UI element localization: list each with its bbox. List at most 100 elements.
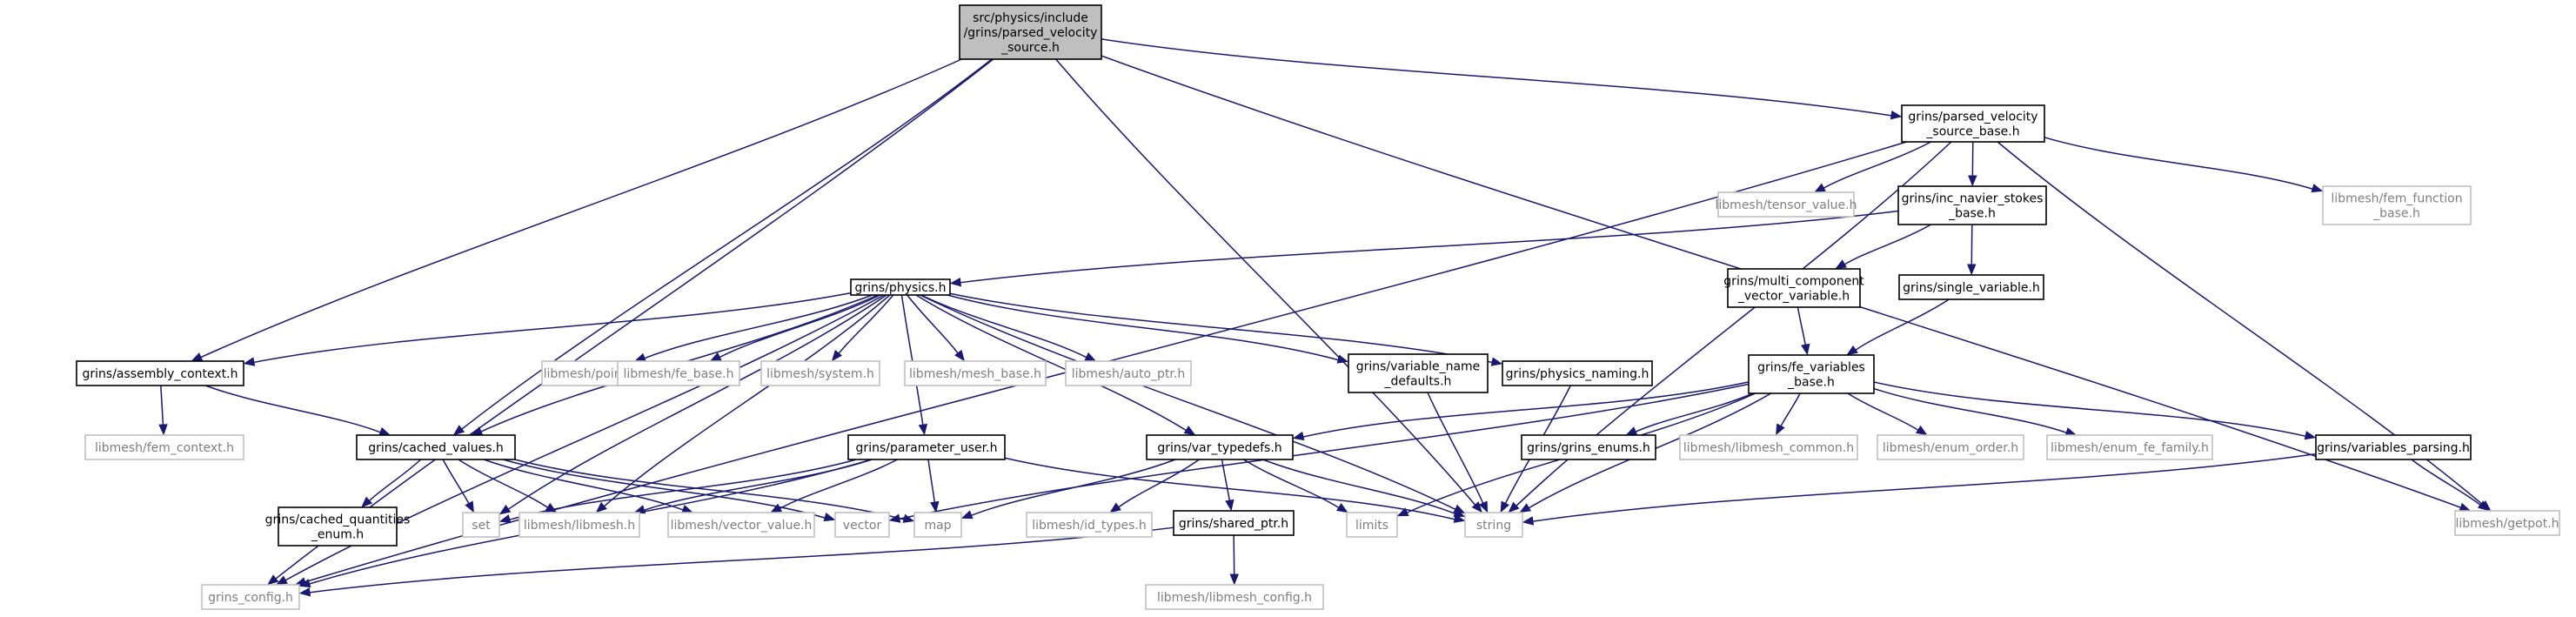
node-box [2322,185,2472,225]
node-vecval[interactable]: libmesh/vector_value.h [667,512,815,538]
edge-line [900,294,924,426]
arrowhead [1229,573,1239,586]
node-enumfefam[interactable]: libmesh/enum_fe_family.h [2046,434,2213,460]
edge-pvsb-to-tensor [1814,141,1931,193]
node-physics[interactable]: grins/physics.h [850,278,951,296]
edge-assembly-to-femcontext [158,385,168,436]
node-fevars[interactable]: grins/fe_variables_base.h [1748,354,1875,394]
node-single[interactable]: grins/single_variable.h [1898,274,2044,300]
node-grinsconfig[interactable]: grins_config.h [201,584,300,610]
edge-line [915,294,1188,432]
arrowhead [1522,516,1535,526]
edge-varname-to-string [1427,392,1489,513]
node-label: _base.h [1787,376,1835,390]
node-enumorder[interactable]: libmesh/enum_order.h [1877,434,2024,460]
node-label: limits [1355,519,1388,533]
arrowhead [902,513,915,523]
node-sharedptr[interactable]: grins/shared_ptr.h [1173,510,1295,536]
edge-line [1531,453,2317,522]
node-label: libmesh/mesh_base.h [909,367,1041,381]
node-varparsing[interactable]: grins/variables_parsing.h [2315,434,2472,460]
arrowhead [2304,431,2317,440]
edge-line [2044,137,2314,191]
node-label: vector [843,519,882,533]
node-febase[interactable]: libmesh/fe_base.h [617,360,740,386]
node-assembly[interactable]: grins/assembly_context.h [76,360,244,386]
edge-line [1854,298,1950,352]
edge-line [927,459,936,504]
node-paramuser[interactable]: grins/parameter_user.h [847,434,1006,460]
edge-physics-to-physnaming [949,292,1503,366]
node-box [1145,584,1324,610]
edge-cached-to-map [514,459,915,523]
node-libmesh[interactable]: libmesh/libmesh.h [519,512,640,538]
node-getpot[interactable]: libmesh/getpot.h [2454,510,2560,536]
arrowhead [2459,502,2472,512]
node-mcvv[interactable]: grins/multi_component_vector_variable.h [1723,268,1864,308]
edge-cached-to-set [442,459,474,513]
node-label: grins/physics_naming.h [1506,367,1649,381]
arrowhead [276,575,288,586]
edge-line [1843,224,1931,266]
node-box [913,512,962,538]
node-pvsb[interactable]: grins/parsed_velocity_source_base.h [1901,104,2045,143]
node-box [1898,274,2044,300]
node-lmcommon[interactable]: libmesh/libmesh_common.h [1679,434,1858,460]
node-idtypes[interactable]: libmesh/id_types.h [1026,512,1153,538]
node-box [904,360,1047,386]
node-cqenum[interactable]: grins/cached_quantities_enum.h [265,506,411,547]
edge-physics-to-set [498,294,887,515]
node-system[interactable]: libmesh/system.h [760,360,880,386]
node-limits[interactable]: limits [1346,512,1398,538]
node-vartypedefs[interactable]: grins/var_typedefs.h [1146,434,1294,460]
edge-physics-to-varname [947,294,1349,364]
arrowhead [498,504,512,515]
node-autoptr[interactable]: libmesh/auto_ptr.h [1065,360,1192,386]
edge-line [1823,141,1931,190]
arrowhead [158,424,168,436]
edge-line [603,294,891,508]
arrowhead [298,587,311,597]
edge-varparsing-to-string [1522,453,2317,526]
node-label: libmesh/libmesh_config.h [1157,591,1312,605]
arrowhead [1183,426,1196,436]
edge-line [1780,392,1801,427]
edge-physics-to-meshbase [907,294,965,362]
node-label: grins/parsed_velocity [1908,111,2037,124]
node-incns[interactable]: grins/inc_navier_stokes_base.h [1897,185,2047,225]
edge-line [718,294,881,359]
node-box [1727,268,1861,308]
node-label: libmesh/point.h [544,367,639,381]
node-string[interactable]: string [1464,512,1523,538]
node-cached[interactable]: grins/cached_values.h [356,434,516,460]
node-grinsenums[interactable]: grins/grins_enums.h [1521,434,1656,460]
edge-line [949,292,1494,364]
arrowhead [1968,175,1977,187]
edge-root-to-cached [452,58,993,436]
arrowhead [1814,183,1826,193]
node-femcontext[interactable]: libmesh/fem_context.h [84,434,244,460]
edge-line [1797,306,1807,346]
node-root[interactable]: src/physics/include/grins/parsed_velocit… [959,4,1102,60]
edge-sharedptr-to-grinsconfig [298,526,1174,597]
node-label: grins/shared_ptr.h [1179,517,1288,531]
node-femfunc[interactable]: libmesh/fem_function_base.h [2322,185,2472,225]
node-physnaming[interactable]: grins/physics_naming.h [1502,360,1653,386]
node-label: _enum.h [311,528,364,542]
node-label: libmesh/enum_fe_family.h [2051,441,2209,455]
node-tensor[interactable]: libmesh/tensor_value.h [1716,191,1857,218]
node-box [2454,510,2560,536]
node-meshbase[interactable]: libmesh/mesh_base.h [904,360,1047,386]
node-vector[interactable]: vector [834,512,890,538]
node-lmconfig[interactable]: libmesh/libmesh_config.h [1145,584,1324,610]
edge-physics-to-string [920,294,1466,513]
node-map[interactable]: map [913,512,962,538]
node-varname[interactable]: grins/variable_name_defaults.h [1348,353,1489,393]
node-label: libmesh/getpot.h [2455,517,2559,531]
edge-line [1873,381,2307,438]
arrowhead [1292,431,1305,441]
node-label: /grins/parsed_velocity [964,26,1098,40]
node-set[interactable]: set [462,512,500,538]
node-label: grins/physics.h [855,281,947,295]
edge-fevars-to-enumfefam [1873,387,2078,437]
